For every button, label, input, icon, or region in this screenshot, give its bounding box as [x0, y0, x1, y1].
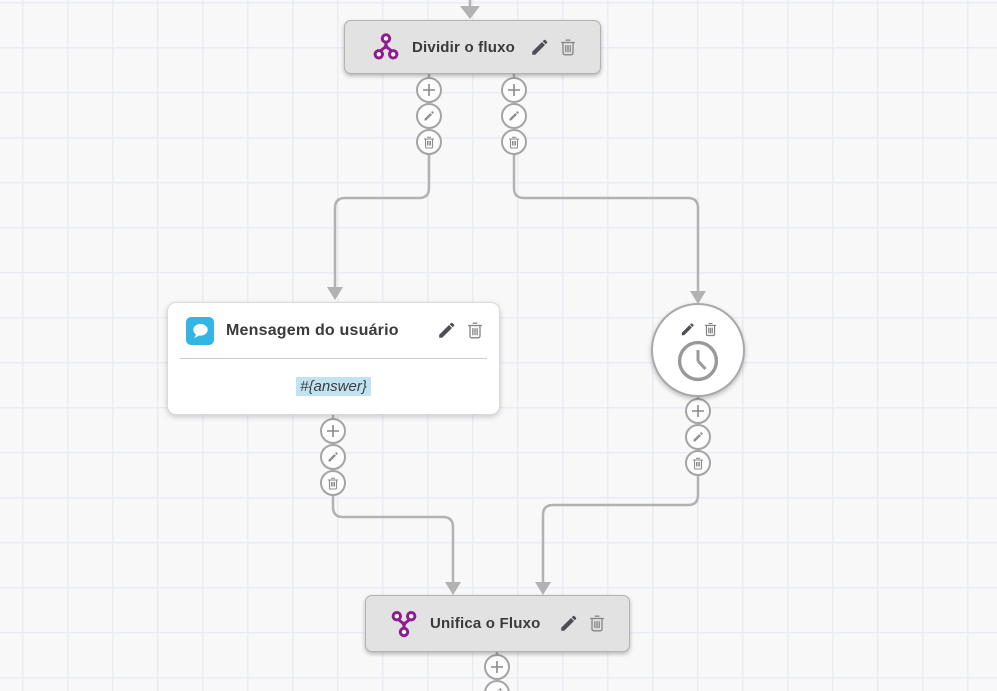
- trash-icon: [509, 136, 519, 149]
- edit-node-button[interactable]: [437, 321, 456, 340]
- pencil-icon: [509, 111, 519, 121]
- plus-icon: [491, 661, 503, 673]
- edit-node-button[interactable]: [680, 322, 695, 337]
- node-user-message[interactable]: Mensagem do usuário: [167, 302, 500, 415]
- node-actions: [559, 614, 605, 633]
- delete-node-button[interactable]: [589, 614, 605, 633]
- connector-split-to-timer: [512, 152, 700, 292]
- timer-actions-stack: [685, 398, 711, 476]
- arrowhead: [535, 582, 551, 595]
- delete-connection-button[interactable]: [320, 470, 346, 496]
- chat-bubble-icon: [186, 316, 214, 345]
- edit-connection-button[interactable]: [320, 444, 346, 470]
- merge-flow-icon: [391, 610, 417, 638]
- merge-actions-stack: [484, 654, 510, 691]
- connector-message-to-merge: [331, 494, 455, 583]
- node-split-flow[interactable]: Dividir o fluxo: [344, 20, 601, 74]
- delete-connection-button[interactable]: [685, 450, 711, 476]
- trash-icon: [424, 136, 434, 149]
- delete-node-button[interactable]: [704, 322, 717, 337]
- trash-icon: [693, 457, 703, 470]
- pencil-icon: [561, 615, 577, 631]
- arrowhead: [327, 287, 343, 300]
- message-actions-stack: [320, 418, 346, 496]
- node-actions: [680, 322, 717, 337]
- add-step-button[interactable]: [501, 77, 527, 103]
- trash-icon: [704, 322, 716, 337]
- edit-connection-button[interactable]: [685, 424, 711, 450]
- add-step-button[interactable]: [320, 418, 346, 444]
- branch-left-actions-stack: [416, 77, 442, 155]
- pencil-icon: [424, 111, 434, 121]
- plus-icon: [508, 84, 520, 96]
- add-step-button[interactable]: [685, 398, 711, 424]
- plus-icon: [423, 84, 435, 96]
- node-title: Dividir o fluxo: [412, 38, 516, 56]
- connector-timer-to-merge: [541, 475, 700, 583]
- arrowhead: [445, 582, 461, 595]
- pencil-icon: [328, 452, 338, 462]
- node-title: Unifica o Fluxo: [430, 615, 541, 632]
- variable-chip: #{answer}: [296, 377, 371, 396]
- pencil-icon: [439, 322, 455, 338]
- split-flow-icon: [373, 33, 399, 61]
- branch-right-actions-stack: [501, 77, 527, 155]
- add-step-button[interactable]: [416, 77, 442, 103]
- trash-icon: [590, 615, 604, 632]
- delete-node-button[interactable]: [560, 38, 576, 57]
- node-body: #{answer}: [180, 358, 487, 414]
- trash-icon: [328, 477, 338, 490]
- node-merge-flow[interactable]: Unifica o Fluxo: [365, 595, 630, 652]
- delete-node-button[interactable]: [467, 321, 483, 340]
- edit-connection-button[interactable]: [416, 103, 442, 129]
- pencil-icon: [681, 323, 694, 336]
- edit-connection-button[interactable]: [484, 680, 510, 691]
- plus-icon: [327, 425, 339, 437]
- plus-icon: [692, 405, 704, 417]
- trash-icon: [561, 39, 575, 55]
- clock-icon: [676, 339, 720, 383]
- delete-connection-button[interactable]: [501, 129, 527, 155]
- delete-connection-button[interactable]: [416, 129, 442, 155]
- edit-node-button[interactable]: [559, 614, 578, 633]
- pencil-icon: [497, 688, 502, 691]
- connector-split-to-message: [333, 152, 431, 288]
- arrowhead: [690, 291, 706, 304]
- arrowhead: [460, 6, 480, 19]
- pencil-icon: [532, 39, 548, 55]
- trash-icon: [468, 322, 482, 339]
- node-timer[interactable]: [651, 303, 745, 397]
- node-title: Mensagem do usuário: [226, 321, 399, 339]
- edit-connection-button[interactable]: [501, 103, 527, 129]
- node-header: Mensagem do usuário: [168, 303, 499, 358]
- node-actions: [437, 321, 483, 340]
- node-actions: [530, 38, 576, 57]
- pencil-icon: [693, 432, 703, 442]
- edit-node-button[interactable]: [530, 38, 549, 57]
- add-step-button[interactable]: [484, 654, 510, 680]
